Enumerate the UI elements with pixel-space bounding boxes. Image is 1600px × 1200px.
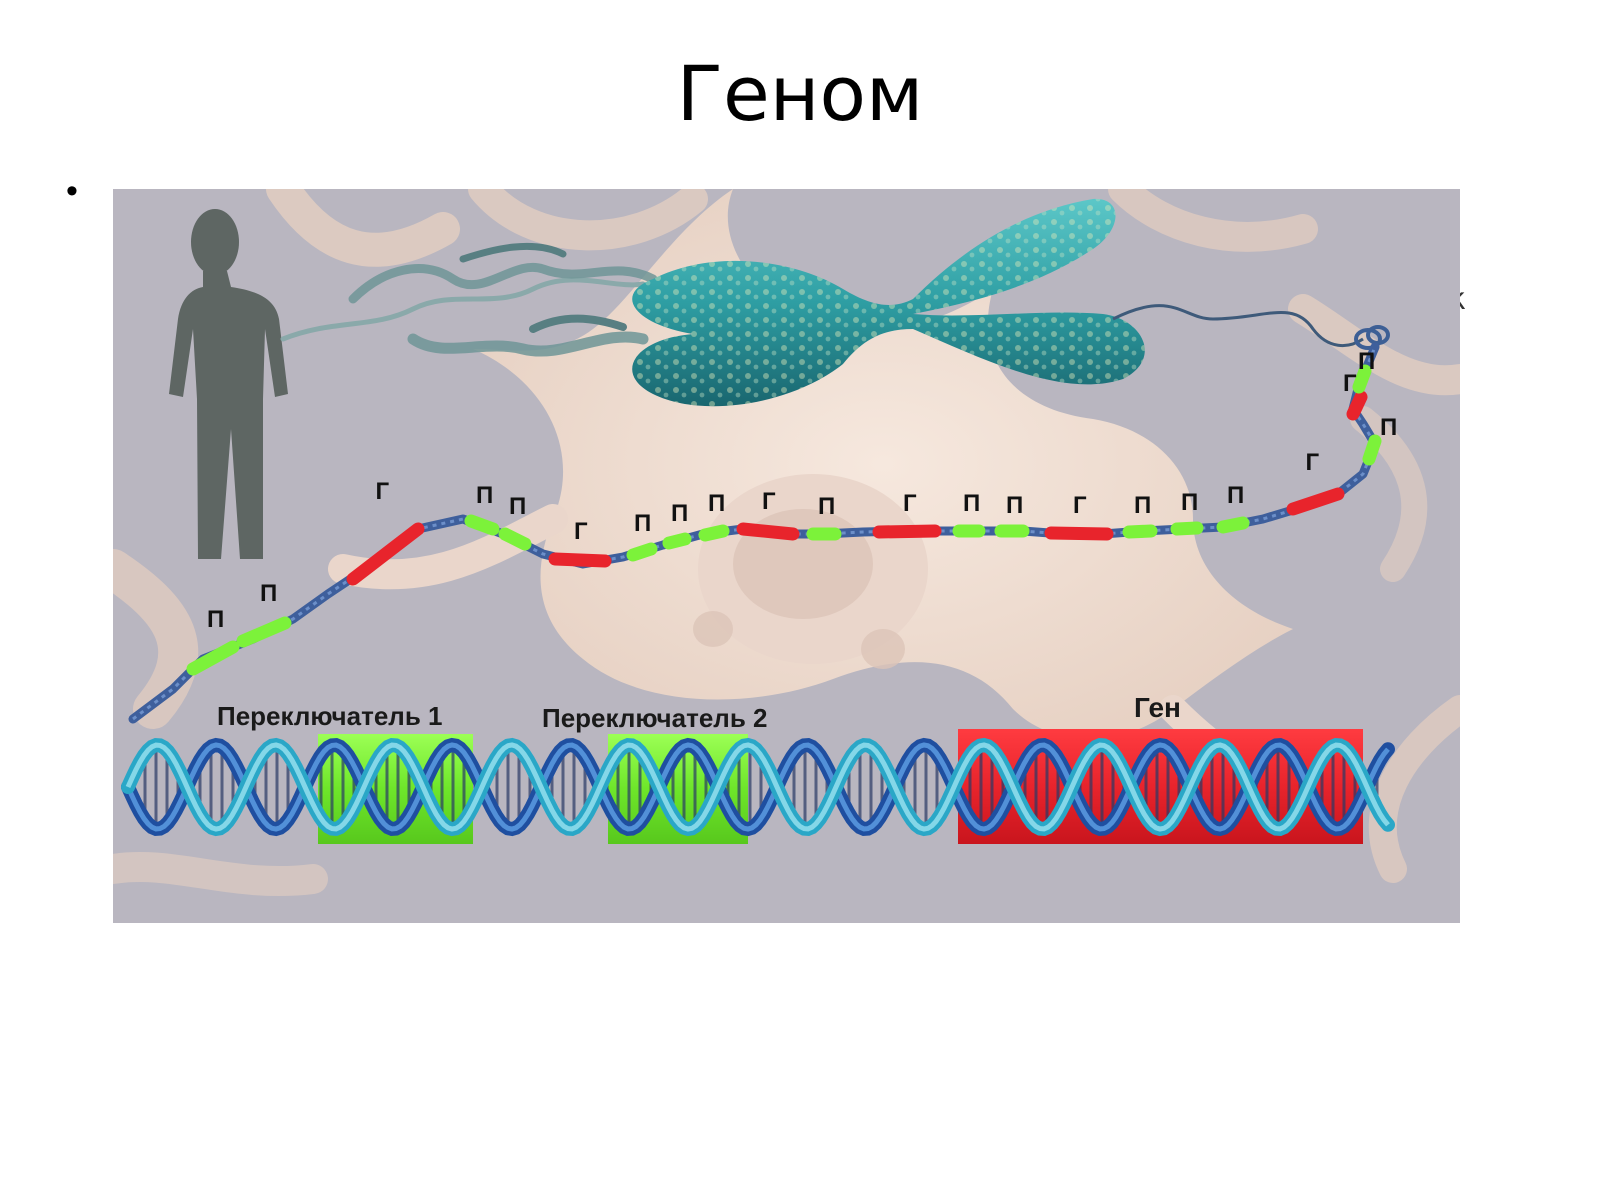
- marker-switch: П: [1006, 492, 1023, 519]
- switch-segment: [1369, 441, 1375, 459]
- marker-switch: П: [509, 493, 526, 520]
- marker-switch: П: [476, 482, 493, 509]
- marker-gene: Г: [762, 488, 776, 515]
- marker-switch: П: [1134, 492, 1151, 519]
- marker-gene: Г: [903, 490, 917, 517]
- gene-segment: [1051, 533, 1107, 534]
- marker-switch: П: [1227, 482, 1244, 509]
- marker-gene: Г: [1343, 370, 1357, 397]
- switch-segment: [1129, 531, 1151, 532]
- marker-switch: П: [1380, 414, 1397, 441]
- slide-title: Геном: [0, 48, 1600, 139]
- gene-segment: [879, 531, 935, 532]
- switch-segment: [471, 521, 493, 529]
- marker-gene: Г: [376, 478, 390, 505]
- switch-segment: [705, 531, 723, 535]
- switch-segment: [505, 534, 525, 544]
- marker-switch: П: [207, 606, 224, 633]
- marker-switch: П: [634, 510, 651, 537]
- marker-switch: П: [963, 490, 980, 517]
- label-gene: Ген: [1134, 692, 1181, 723]
- switch-segment: [1223, 523, 1243, 527]
- switch-segment: [1177, 528, 1197, 529]
- marker-switch: П: [708, 490, 725, 517]
- gene-segment: [743, 529, 793, 534]
- marker-gene: Г: [1073, 492, 1087, 519]
- marker-switch: П: [671, 500, 688, 527]
- gene-segment: [555, 559, 605, 561]
- marker-gene: Г: [574, 518, 588, 545]
- label-switch-2: Переключатель 2: [542, 703, 767, 733]
- bullet-marker: •: [66, 174, 78, 208]
- marker-gene: Г: [1306, 449, 1320, 476]
- label-switch-1: Переключатель 1: [217, 701, 442, 731]
- switch-segment: [633, 549, 651, 555]
- switch-segment: [669, 539, 685, 543]
- marker-switch: П: [1181, 489, 1198, 516]
- marker-switch: П: [818, 493, 835, 520]
- marker-switch: П: [1358, 348, 1375, 375]
- marker-switch: П: [260, 580, 277, 607]
- gene-segment: [1353, 397, 1361, 414]
